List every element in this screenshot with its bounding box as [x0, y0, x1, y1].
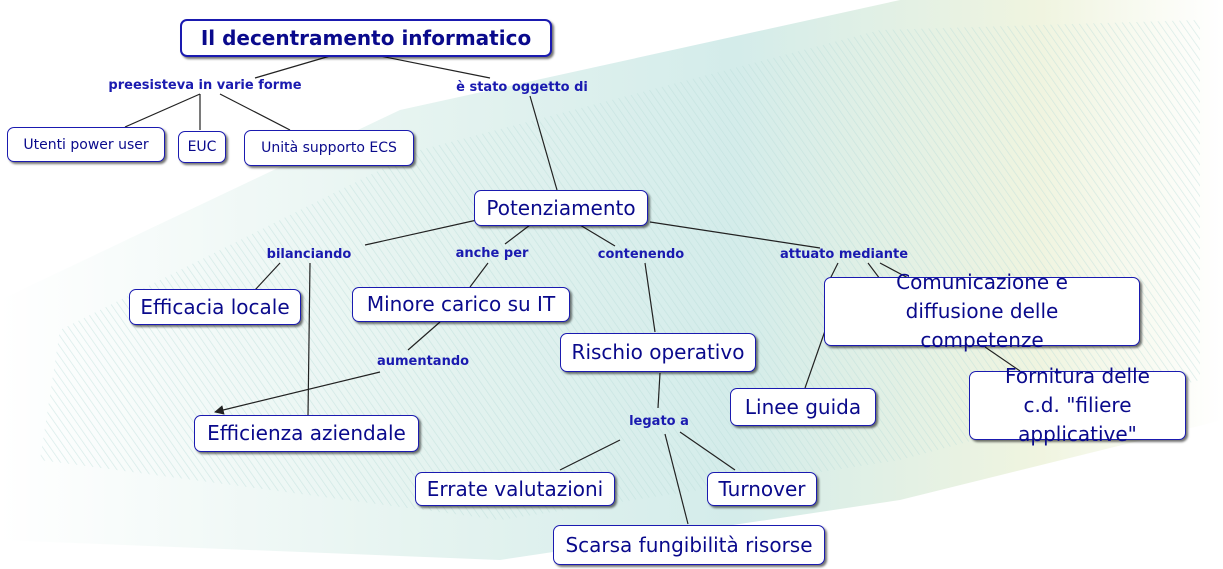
node-efficacia-locale: Efficacia locale	[129, 289, 301, 325]
node-efficienza-aziendale: Efficienza aziendale	[194, 415, 419, 452]
link-label-oggetto: è stato oggetto di	[456, 80, 588, 95]
node-potenziamento: Potenziamento	[474, 190, 648, 226]
node-linee-guida: Linee guida	[730, 388, 876, 426]
node-errate-valutazioni: Errate valutazioni	[415, 472, 615, 506]
node-minore-carico-su-it: Minore carico su IT	[352, 287, 570, 322]
node-utenti-power-user: Utenti power user	[7, 127, 165, 162]
node-unita-supporto-ecs: Unità supporto ECS	[244, 130, 414, 166]
node-fornitura-filiere: Fornitura delle c.d. "filiere applicativ…	[969, 364, 1186, 446]
link-label-legato-a: legato a	[629, 414, 689, 429]
diagram-title: Il decentramento informatico	[180, 19, 552, 57]
link-label-contenendo: contenendo	[597, 247, 685, 262]
node-euc: EUC	[178, 131, 226, 163]
link-label-anche-per: anche per	[455, 246, 529, 261]
node-comunicazione-diffusione: Comunicazione e diffusione delle compete…	[824, 270, 1140, 352]
link-label-bilanciando: bilanciando	[266, 247, 352, 262]
link-label-attuato-mediante: attuato mediante	[779, 247, 909, 262]
link-label-preesisteva: preesisteva in varie forme	[108, 78, 302, 93]
node-scarsa-fungibilita: Scarsa fungibilità risorse	[553, 525, 825, 565]
link-label-aumentando: aumentando	[376, 354, 470, 369]
node-turnover: Turnover	[707, 472, 817, 506]
node-rischio-operativo: Rischio operativo	[560, 333, 756, 372]
